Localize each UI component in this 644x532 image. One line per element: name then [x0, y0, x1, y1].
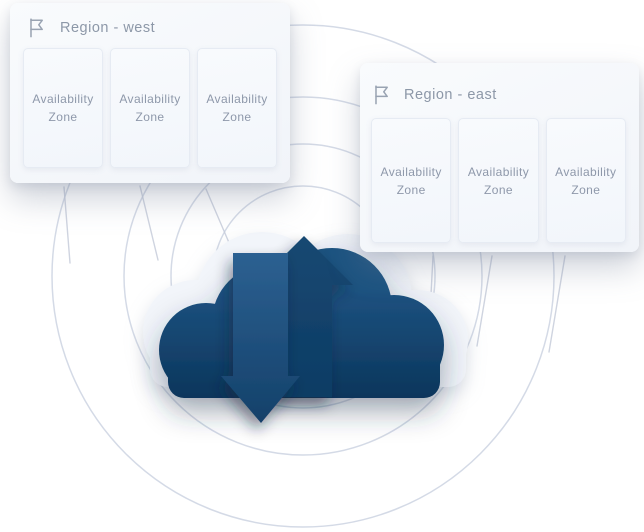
connector-line	[139, 185, 159, 261]
region-east-card: Region - east Availability Zone Availabi…	[360, 63, 639, 252]
availability-zone-box: Availability Zone	[110, 48, 190, 168]
region-east-header: Region - east	[360, 63, 639, 105]
region-title: Region - east	[404, 86, 497, 103]
connector-line	[63, 186, 71, 264]
availability-zone-box: Availability Zone	[197, 48, 277, 168]
availability-zone-box: Availability Zone	[545, 118, 626, 243]
availability-zone-box: Availability Zone	[458, 118, 539, 243]
flag-icon	[375, 85, 388, 105]
flag-icon	[30, 18, 43, 38]
background-ring-3	[123, 96, 483, 456]
region-west-card: Region - west Availability Zone Availabi…	[10, 3, 290, 183]
background-ring-outer	[51, 24, 555, 528]
region-east-zones: Availability Zone Availability Zone Avai…	[371, 118, 626, 243]
availability-zone-box: Availability Zone	[371, 118, 452, 243]
region-title: Region - west	[60, 19, 156, 36]
arrow-down-icon	[221, 253, 300, 423]
background-ring-2	[170, 143, 436, 409]
region-west-header: Region - west	[10, 3, 290, 38]
connector-line	[476, 255, 493, 347]
connector-line	[548, 255, 566, 353]
region-west-zones: Availability Zone Availability Zone Avai…	[23, 48, 277, 168]
availability-zone-box: Availability Zone	[23, 48, 103, 168]
